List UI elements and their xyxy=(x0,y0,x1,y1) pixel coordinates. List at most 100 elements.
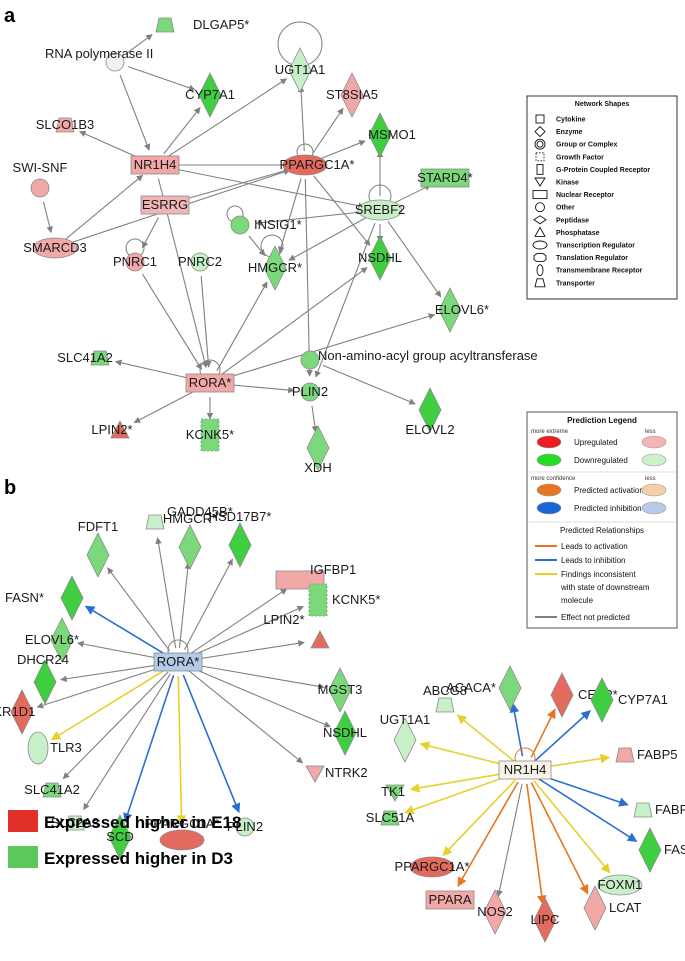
node-shape xyxy=(200,418,220,452)
node-ugt1a1[interactable]: UGT1A1 xyxy=(380,712,431,763)
node-ppargc1a[interactable]: PPARGC1A* xyxy=(280,154,355,176)
network-b1-edge xyxy=(182,674,241,814)
node-abcg8[interactable]: ABCG8 xyxy=(423,683,467,713)
node-label: FABP5 xyxy=(637,747,677,762)
node-label: FASN* xyxy=(664,842,685,857)
node-shape xyxy=(50,617,74,663)
node-ppargc1a[interactable]: PPARGC1A* xyxy=(395,856,470,878)
node-shape xyxy=(125,252,145,272)
node-label: NSDHL xyxy=(358,250,402,265)
network-b2-edge xyxy=(442,779,516,857)
node-nsdhl[interactable]: NSDHL xyxy=(323,710,367,756)
node-ugt1a1[interactable]: UGT1A1 xyxy=(275,47,326,93)
node-shape xyxy=(55,117,75,133)
node-elovl6[interactable]: ELOVL6* xyxy=(435,287,489,333)
node-hmgcr[interactable]: HMGCR* xyxy=(163,511,217,570)
shape-legend-item-peptidase: Peptidase xyxy=(533,215,589,225)
node-lpin2[interactable]: LPIN2* xyxy=(263,612,330,649)
node-label: FOXM1 xyxy=(598,877,643,892)
node-kcnk5[interactable]: KCNK5* xyxy=(186,418,234,452)
node-slc41a2[interactable]: SLC41A2 xyxy=(24,782,80,798)
node-hsd17b7[interactable]: HSD17B7* xyxy=(209,509,272,568)
node-hmgcr[interactable]: HMGCR* xyxy=(248,245,302,291)
hub-rora[interactable]: RORA* xyxy=(153,652,203,672)
node-cyp7a1[interactable]: CYP7A1 xyxy=(590,677,668,723)
node-elovl2[interactable]: ELOVL2 xyxy=(405,387,455,437)
node-pnrc1[interactable]: PNRC1 xyxy=(113,252,157,272)
node-esrrg[interactable]: ESRRG xyxy=(140,195,190,215)
node-smarcd3[interactable]: SMARCD3 xyxy=(23,237,87,259)
node-slc41a2[interactable]: SLC41A2 xyxy=(57,350,113,366)
node-shape xyxy=(425,890,475,910)
network-a-edge xyxy=(255,210,367,226)
node-slco1b3[interactable]: SLCO1B3 xyxy=(36,117,95,133)
hub-shape xyxy=(153,652,203,672)
node-dhcr24[interactable]: DHCR24 xyxy=(17,652,69,705)
node-shape xyxy=(357,199,403,221)
network-a-edge xyxy=(133,388,198,424)
node-fdft1[interactable]: FDFT1 xyxy=(78,519,118,578)
node-plin2[interactable]: PLIN2 xyxy=(292,382,328,402)
node-xdh[interactable]: XDH xyxy=(304,425,332,475)
node-msmo1[interactable]: MSMO1 xyxy=(368,112,416,158)
node-akr1d1[interactable]: AKR1D1 xyxy=(0,689,35,735)
node-shape xyxy=(155,17,175,33)
node-fabp5[interactable]: FABP5 xyxy=(615,747,677,763)
node-nos2[interactable]: NOS2 xyxy=(477,889,513,935)
node-shape xyxy=(380,810,400,826)
node-srebf2[interactable]: SREBF2 xyxy=(355,199,406,221)
node-swi-snf[interactable]: SWI-SNF xyxy=(13,160,68,198)
node-label: IGFBP1 xyxy=(310,562,356,577)
node-label: MSMO1 xyxy=(368,127,416,142)
node-shape xyxy=(638,827,662,873)
node-dlgap5[interactable]: DLGAP5* xyxy=(155,17,249,33)
node-cyp7a1[interactable]: CYP7A1 xyxy=(185,72,235,118)
node-plin2[interactable]: PLIN2 xyxy=(227,817,263,837)
node-shape xyxy=(159,829,205,851)
node-stard4[interactable]: STARD4* xyxy=(417,168,473,188)
network-a-edge xyxy=(322,364,416,405)
hub-nr1h4[interactable]: NR1H4 xyxy=(498,760,552,780)
node-kcnk5[interactable]: KCNK5* xyxy=(308,583,380,617)
upregulated-swatch-weak xyxy=(641,435,667,449)
node-insig1[interactable]: INSIG1* xyxy=(230,215,302,235)
network-a-edge xyxy=(313,175,371,247)
network-a-edge xyxy=(223,383,295,394)
node-ntrk2[interactable]: NTRK2 xyxy=(305,765,368,783)
network-b2-edge xyxy=(530,782,589,895)
node-lipc[interactable]: LIPC xyxy=(531,897,560,943)
node-shape xyxy=(409,856,455,878)
node-scd[interactable]: SCD xyxy=(106,814,134,860)
node-ppargc1a[interactable]: PPARGC1A* xyxy=(145,816,220,851)
shape-legend-item-g-protein-coupled-receptor: G-Protein Coupled Receptor xyxy=(536,163,650,175)
node-pnrc2[interactable]: PNRC2 xyxy=(178,252,222,272)
node-ppara[interactable]: PPARA xyxy=(425,890,475,910)
node-tlr3[interactable]: TLR3 xyxy=(27,731,82,765)
node-nsdhl[interactable]: NSDHL xyxy=(358,235,402,281)
node-fasn[interactable]: FASN* xyxy=(638,827,685,873)
node-st8sia5[interactable]: ST8SIA5 xyxy=(326,72,378,118)
node-fabp7[interactable]: FABP7 xyxy=(633,802,685,818)
node-fasn[interactable]: FASN* xyxy=(5,575,84,621)
node-non-amino-acyl-group-acyltransferase[interactable]: Non-amino-acyl group acyltransferase xyxy=(300,348,538,370)
node-gadd45b[interactable]: GADD45B* xyxy=(145,504,233,530)
node-shape xyxy=(300,350,320,370)
node-lcat[interactable]: LCAT xyxy=(583,885,641,931)
node-elovl6[interactable]: ELOVL6* xyxy=(25,617,79,663)
node-tk1[interactable]: TK1 xyxy=(381,784,405,802)
node-shape xyxy=(420,168,470,188)
node-slc51a[interactable]: SLC51A xyxy=(366,810,415,826)
node-mgst3[interactable]: MGST3 xyxy=(318,667,363,713)
network-b2-edge xyxy=(534,710,591,762)
node-slc2a3[interactable]: SLC2A3 xyxy=(51,815,99,831)
node-label: STARD4* xyxy=(417,170,472,185)
node-label: NOS2 xyxy=(477,904,512,919)
network-b1-edge xyxy=(77,640,165,660)
node-foxm1[interactable]: FOXM1 xyxy=(597,874,643,896)
node-rna-polymerase-ii[interactable]: RNA polymerase II xyxy=(45,46,153,72)
node-rora[interactable]: RORA* xyxy=(185,373,235,393)
node-label: PNRC2 xyxy=(178,254,222,269)
node-lpin2[interactable]: LPIN2* xyxy=(91,420,133,439)
node-nr1h4[interactable]: NR1H4 xyxy=(130,155,180,175)
node-acaca[interactable]: ACACA* xyxy=(446,665,522,711)
